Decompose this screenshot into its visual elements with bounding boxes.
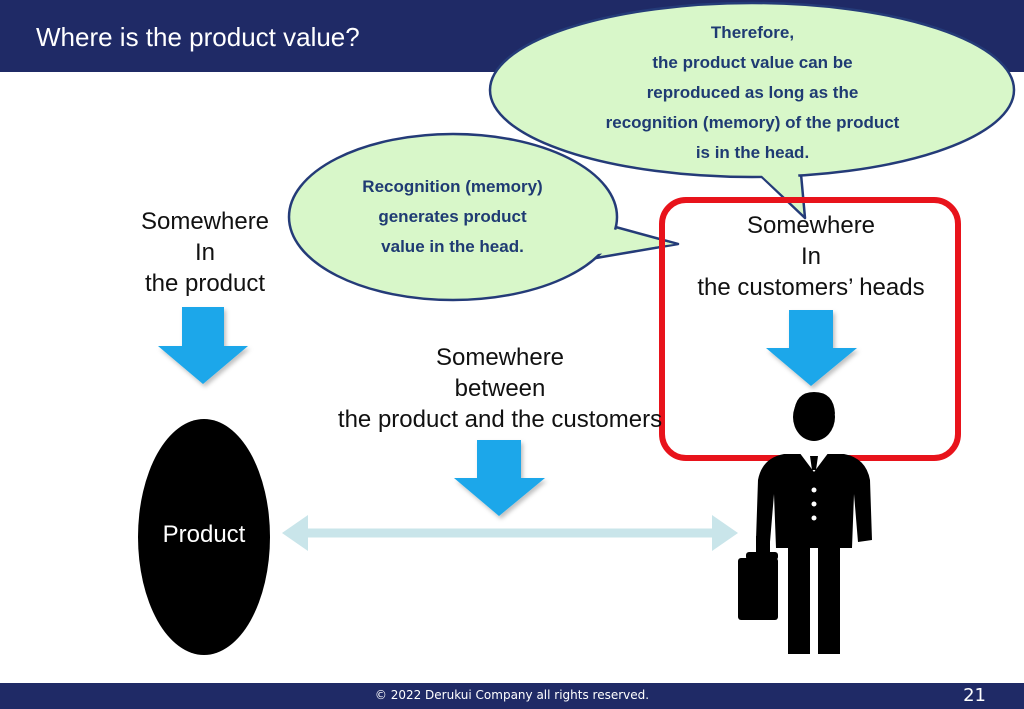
therefore-line-5: is in the head.: [695, 143, 810, 162]
customer-side-line-2: In: [800, 243, 821, 270]
between-line-1: Somewhere: [435, 344, 565, 371]
therefore-line-2: the product value can be: [652, 53, 853, 72]
businessman-with-briefcase-icon: [738, 392, 872, 654]
slide-title: Where is the product value?: [36, 22, 360, 52]
therefore-line-4: recognition (memory) of the product: [605, 113, 900, 132]
recognition-line-2: generates product: [378, 207, 527, 226]
recognition-speech-bubble: [287, 132, 680, 302]
slide-footer: © 2022 Derukui Company all rights reserv…: [0, 683, 1024, 709]
therefore-line-1: Therefore,: [710, 23, 795, 42]
customer-side-line-3: the customers’ heads: [697, 274, 925, 301]
customer-side-line-1: Somewhere: [746, 212, 876, 239]
product-side-label: Somewhere In the product: [110, 206, 300, 299]
between-label: Somewhere between the product and the cu…: [320, 342, 680, 435]
between-down-arrow-icon: [454, 440, 545, 516]
copyright-text: © 2022 Derukui Company all rights reserv…: [374, 688, 650, 702]
product-node: [138, 419, 270, 655]
recognition-line-3: value in the head.: [381, 237, 524, 256]
product-label: Product: [162, 521, 246, 548]
product-side-line-2: In: [194, 239, 215, 266]
product-side-line-1: Somewhere: [140, 208, 270, 235]
recognition-line-1: Recognition (memory): [362, 177, 543, 196]
page-number: 21: [963, 685, 986, 706]
customer-down-arrow-icon: [766, 310, 857, 386]
between-line-2: between: [454, 375, 546, 402]
between-line-3: the product and the customers: [337, 406, 663, 433]
product-side-line-3: the product: [144, 270, 266, 297]
customer-side-label: Somewhere In the customers’ heads: [676, 210, 946, 303]
recognition-bubble-text: Recognition (memory) generates product v…: [330, 172, 575, 262]
double-headed-arrow-icon: [282, 515, 738, 551]
product-down-arrow-icon: [158, 307, 248, 384]
therefore-bubble-text: Therefore, the product value can be repr…: [560, 18, 945, 168]
therefore-line-3: reproduced as long as the: [646, 83, 859, 102]
